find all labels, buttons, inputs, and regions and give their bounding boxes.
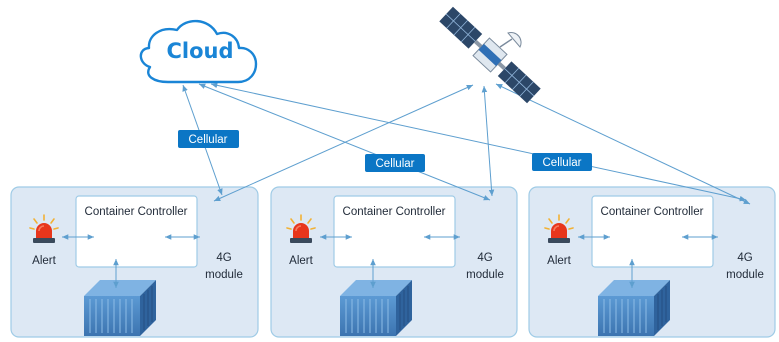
alert-label: Alert [32,255,56,267]
module-label-line1: 4G [477,252,492,264]
controller-label: Container Controller [85,206,188,218]
module-label-line1: 4G [216,252,231,264]
svg-text:Cellular: Cellular [189,134,228,146]
alert-icon [544,214,574,244]
svg-text:Cellular: Cellular [543,157,582,169]
site3-satellite-link [495,83,751,205]
cloud-icon: Cloud [139,19,258,84]
alert-label: Alert [547,255,571,267]
module-label-line2: module [466,269,504,281]
controller-label: Container Controller [601,206,704,218]
svg-text:Cellular: Cellular [376,158,415,170]
shipping-container-icon [83,279,157,337]
module-label-line2: module [726,269,764,281]
alert-icon [286,214,316,244]
module-label-line2: module [205,269,243,281]
site2-satellite-link [481,85,495,197]
uplink-lines [182,82,751,205]
cellular-badge: Cellular [532,153,592,171]
shipping-container-icon [597,279,671,337]
site3-cloud-link [210,82,747,202]
site-3: Container Controller Alert 4G module [528,186,776,338]
shipping-container-icon [339,279,413,337]
site1-satellite-link [213,84,474,202]
controller-box [75,195,198,268]
cloud-label: Cloud [166,39,233,63]
alert-label: Alert [289,255,313,267]
site2-cloud-link [198,83,491,201]
module-label-line1: 4G [737,252,752,264]
cellular-badge: Cellular [365,154,425,172]
site-1: Container Controller Alert 4G module [10,186,259,338]
satellite-icon [439,6,541,104]
alert-icon [29,214,59,244]
site-2: Container Controller Alert 4G module [270,186,518,338]
controller-label: Container Controller [343,206,446,218]
cellular-badge: Cellular [178,130,239,148]
